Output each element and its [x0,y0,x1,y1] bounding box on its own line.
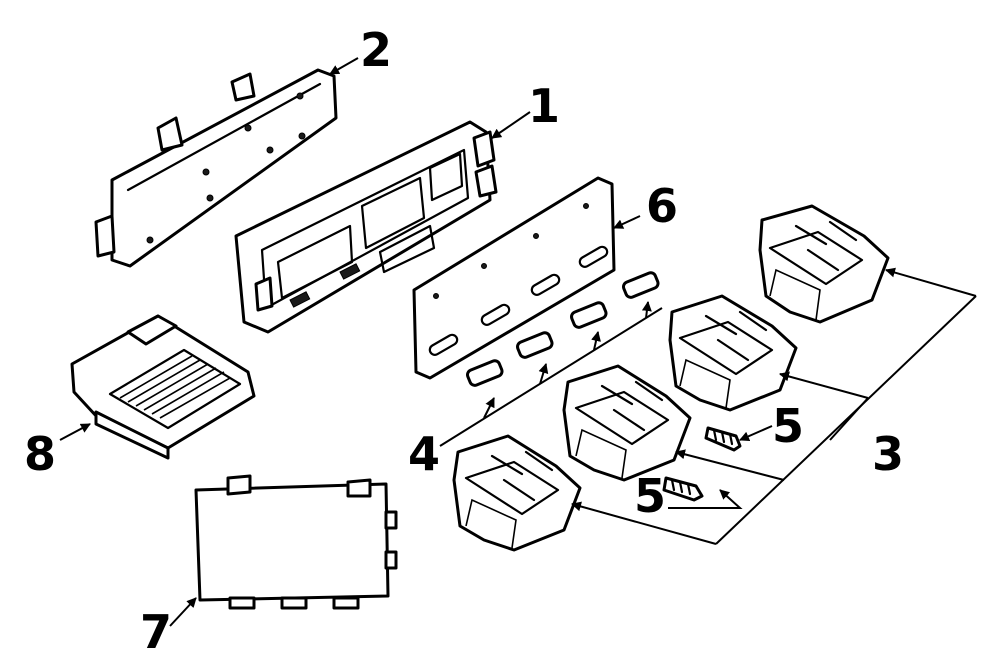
part-5-screws[interactable] [662,426,742,502]
gauge-module-b[interactable] [668,294,798,412]
callout-2: 2 [360,23,392,77]
leader-lines [59,57,977,627]
callouts: 1 2 3 4 5 5 6 7 8 [24,23,904,659]
callout-4: 4 [408,427,440,481]
callout-3: 3 [872,427,904,481]
gauge-module-c[interactable] [562,364,692,482]
part-7-control-module[interactable] [194,474,398,610]
part-6-circuit-board[interactable] [412,176,616,380]
gauge-module-d[interactable] [452,434,582,552]
callout-5-lower: 5 [634,469,666,523]
gauge-module-a[interactable] [758,204,890,324]
part-3-gauge-modules[interactable] [452,204,890,552]
part-8-connector-module[interactable] [70,314,256,460]
part-4-bulbs[interactable] [466,271,660,387]
callout-8: 8 [24,427,56,481]
part-2-rear-housing[interactable] [94,68,338,268]
callout-1: 1 [528,79,560,133]
part-1-main-frame[interactable] [234,120,498,334]
callout-5-upper: 5 [772,399,804,453]
callout-7: 7 [140,605,172,659]
callout-6: 6 [646,179,678,233]
